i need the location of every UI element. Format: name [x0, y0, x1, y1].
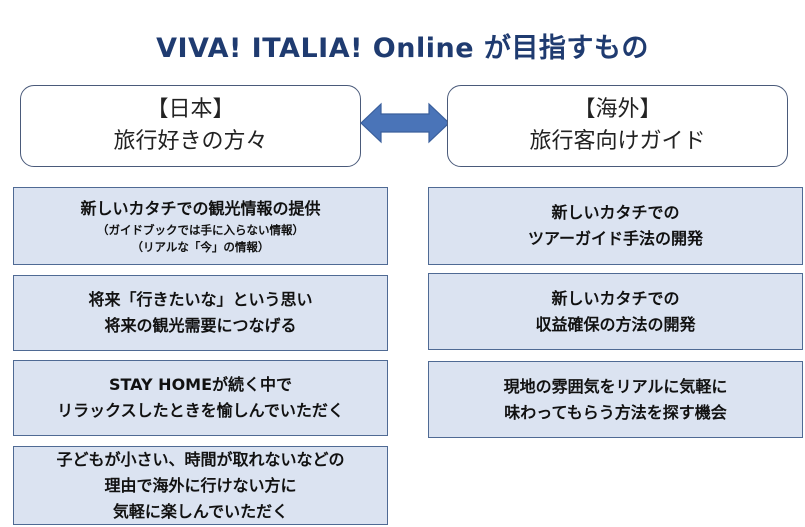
- overseas-goal-card: 現地の雰囲気をリアルに気軽に 味わってもらう方法を探す機会: [428, 361, 803, 438]
- overseas-goal-card: 新しいカタチでの 収益確保の方法の開発: [428, 273, 803, 350]
- card-note: （ガイドブックでは手に入らない情報）: [97, 223, 304, 237]
- japan-goal-card: 将来「行きたいな」という思い 将来の観光需要につなげる: [13, 275, 388, 351]
- card-line: STAY HOMEが続く中で: [108, 375, 293, 394]
- japan-header-subtitle: 旅行好きの方々: [113, 129, 268, 154]
- card-line: 現地の雰囲気をリアルに気軽に: [503, 376, 728, 396]
- card-line: 新しいカタチでの: [551, 203, 680, 222]
- overseas-goal-card: 新しいカタチでの ツアーガイド手法の開発: [428, 187, 803, 265]
- card-line: 味わってもらう方法を探す機会: [504, 402, 727, 422]
- card-line: リラックスしたときを愉しんでいただく: [57, 401, 344, 420]
- overseas-header-label: 【海外】: [573, 97, 662, 122]
- card-line: 新しいカタチでの: [551, 288, 680, 308]
- card-line: 子どもが小さい、時間が取れないなどの: [56, 449, 345, 469]
- double-arrow-icon: [360, 102, 450, 144]
- card-note: （リアルな「今」の情報）: [131, 240, 270, 254]
- japan-goal-card: STAY HOMEが続く中で リラックスしたときを愉しんでいただく: [13, 360, 388, 436]
- overseas-header-subtitle: 旅行客向けガイド: [529, 129, 706, 154]
- card-line: 将来「行きたいな」という思い: [88, 290, 313, 309]
- card-line: 気軽に楽しんでいただく: [112, 501, 289, 521]
- card-line: ツアーガイド手法の開発: [527, 229, 704, 248]
- card-line: 収益確保の方法の開発: [535, 314, 696, 334]
- japan-header-box: 【日本】 旅行好きの方々: [20, 85, 361, 167]
- japan-header-label: 【日本】: [146, 97, 235, 122]
- card-line: 将来の観光需要につなげる: [104, 316, 297, 335]
- card-line: 新しいカタチでの観光情報の提供: [80, 199, 321, 218]
- japan-goal-card: 子どもが小さい、時間が取れないなどの 理由で海外に行けない方に 気軽に楽しんでい…: [13, 446, 388, 525]
- page-title: VIVA! ITALIA! Online が目指すもの: [156, 33, 649, 64]
- overseas-header-box: 【海外】 旅行客向けガイド: [447, 85, 788, 167]
- japan-goal-card: 新しいカタチでの観光情報の提供 （ガイドブックでは手に入らない情報） （リアルな…: [13, 187, 388, 265]
- card-line: 理由で海外に行けない方に: [104, 475, 297, 495]
